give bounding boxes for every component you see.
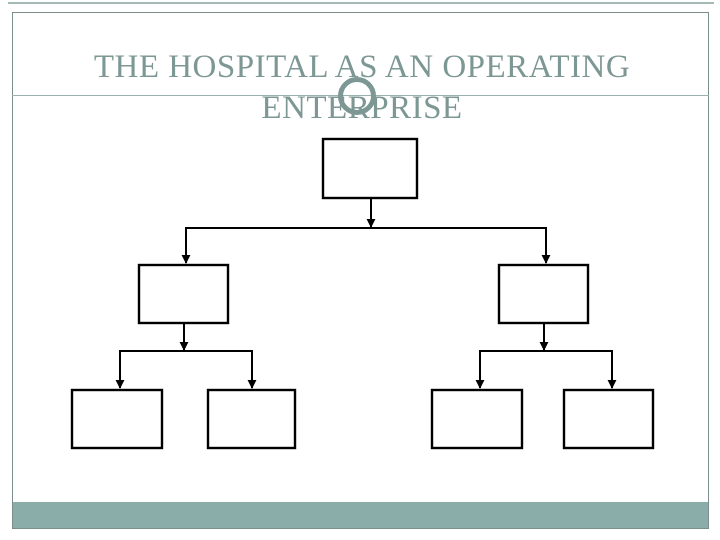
slide-title-line1: THE HOSPITAL AS AN OPERATING [93,49,631,85]
org-box-level3-a [70,388,164,450]
top-accent-line [8,2,714,4]
org-box-level2-right [497,263,590,325]
org-box-root [321,137,419,200]
ring-ornament-icon [338,77,376,115]
slide-title-line2: ENTERPRISE [261,90,463,126]
slide-title: THE HOSPITAL AS AN OPERATING ENTERPRISE [12,47,712,129]
slide-frame-border [12,12,709,529]
org-box-level3-c [430,388,524,450]
org-box-level3-b [206,388,297,450]
org-box-level2-left [137,263,230,325]
org-box-level3-d [562,388,655,450]
footer-accent-bar [13,502,708,528]
